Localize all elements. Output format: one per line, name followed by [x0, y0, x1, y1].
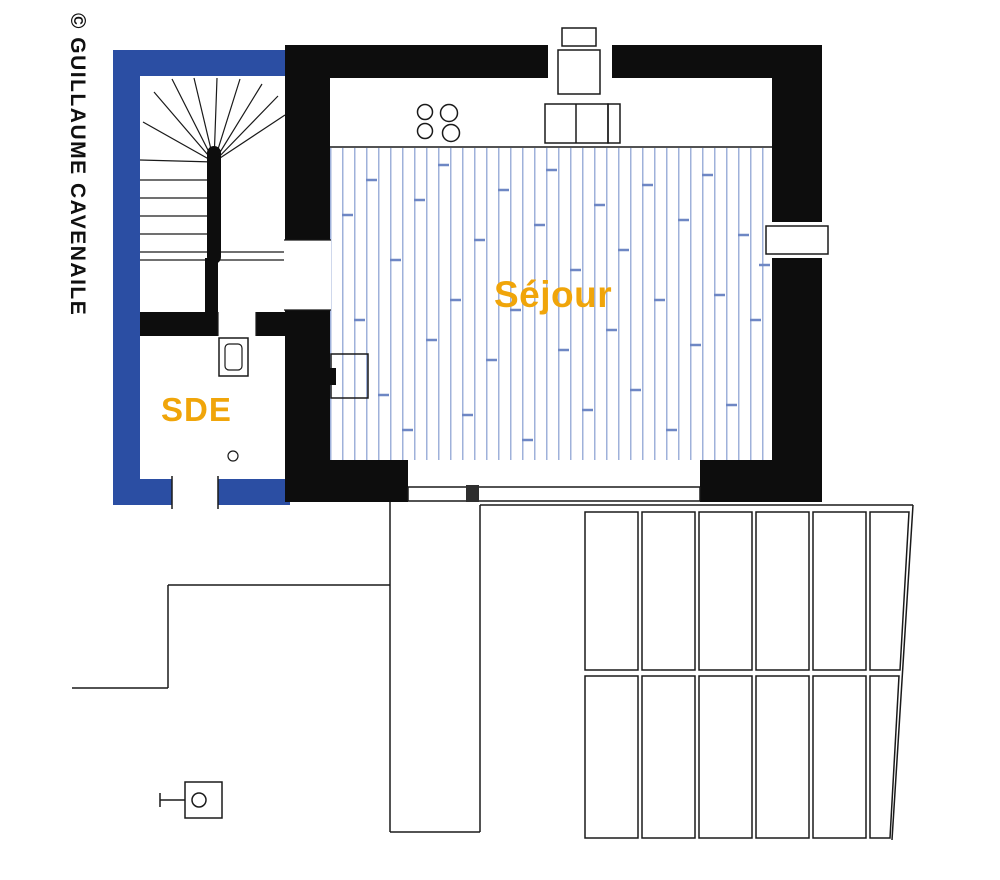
- sejour-parquet-floor: [330, 148, 772, 460]
- photo-credit: © GUILLAUME CAVENAILE: [66, 13, 89, 317]
- hall-wall-stub: [205, 258, 218, 314]
- room-label-sejour: Séjour: [494, 274, 613, 315]
- annex-entry-door: [171, 476, 219, 509]
- garden-lines: [72, 502, 481, 833]
- kitchen-counter: [330, 103, 772, 148]
- cooktop: [416, 103, 461, 143]
- main-wall-bottom-right: [700, 458, 772, 502]
- double-sink: [544, 103, 621, 144]
- water-tap: [159, 781, 223, 819]
- stair-newel-post: [207, 146, 221, 264]
- partition-wall: [140, 312, 290, 336]
- chimney-flue: [548, 27, 612, 95]
- winder-staircase: [139, 77, 286, 314]
- sde-basin: [218, 337, 249, 462]
- sde-drain: [227, 450, 239, 462]
- terrace-grid: [480, 504, 914, 841]
- hall-doorway: [284, 239, 331, 311]
- main-wall-right: [772, 45, 822, 502]
- room-label-sde: SDE: [161, 391, 232, 428]
- annex-wall-left: [113, 50, 140, 505]
- annex-wall-top: [113, 50, 290, 76]
- wood-stove: [325, 353, 369, 399]
- bay-glazing: [407, 485, 701, 502]
- main-wall-bottom-left: [285, 458, 408, 502]
- right-window: [765, 222, 829, 258]
- parquet-joints: [342, 163, 770, 442]
